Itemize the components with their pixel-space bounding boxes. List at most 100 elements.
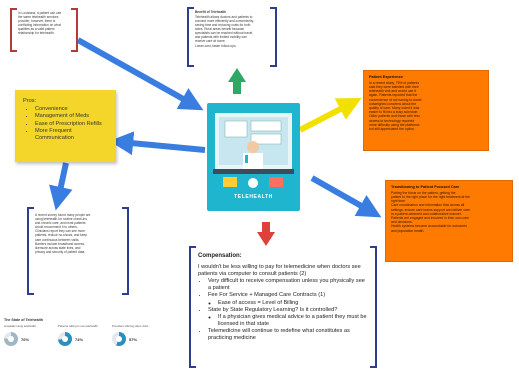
stat-value: 76%	[21, 336, 30, 342]
top-center-note-line: sides. Rural areas benefit because	[195, 27, 245, 32]
compensation-item-text: Telemedicine will continue to redefine w…	[208, 327, 350, 342]
arrow-sticky-to-bottom	[49, 162, 73, 211]
compensation-sublist: Ease of access = Level of Billing	[208, 300, 368, 307]
stat-label: Providers offering video visits	[112, 324, 149, 328]
arrow-center-to-orange-bottom	[310, 175, 382, 218]
top-center-heading: Benefit of Telehealth	[195, 10, 227, 14]
patient-focused-care-box: Transitioning to Patient Focused Care Pu…	[385, 180, 513, 262]
patient-focused-care-line: Health systems become accountable for ou…	[391, 224, 467, 229]
bottom-left-note-line: A recent survey found many people are	[35, 213, 91, 217]
stat-donut-icon	[58, 332, 72, 347]
patient-experience-line: telehealth visit and would use it	[369, 89, 416, 94]
patient-focused-care-line: Care coordination and information flow a…	[391, 203, 465, 208]
telehealth-caption: TELEHEALTH	[234, 194, 273, 200]
patient-focused-care-line: and population health.	[391, 228, 425, 233]
top-left-note-line: In Louisiana, a patient can use	[18, 11, 62, 15]
telehealth-illustration: TELEHEALTH	[207, 103, 300, 211]
stat-value: 57%	[129, 336, 138, 342]
pros-item: More Frequent Communication	[35, 128, 108, 142]
bottom-left-note-line: care continuous between visits.	[35, 237, 80, 242]
stat-item: Providers offering video visits 57%	[112, 324, 152, 347]
pros-heading: Pros:	[23, 98, 37, 104]
compensation-sublist: If a physician gives medical advice to a…	[208, 314, 368, 328]
stat-donut-icon	[4, 332, 18, 347]
top-center-note-line: receive care at home.	[195, 39, 226, 44]
compensation-intro: I wouldn't be less willing to pay for te…	[198, 264, 361, 278]
compensation-item: Fee For Service + Managed Care Contracts…	[208, 292, 368, 306]
patient-focused-care-line: settings; ensure care teams support and …	[391, 207, 470, 212]
stats-items: Hospitals using telehealth 76% Patients wi…	[4, 324, 164, 347]
patient-focused-care-text: Putting the focus on the patient, gettin…	[391, 191, 507, 233]
top-center-note-line: connect more efficiently and convenientl…	[195, 18, 254, 23]
compensation-item-text: Very difficult to receive compensation u…	[208, 278, 365, 292]
top-left-note-line: qualifies as a valid patient	[18, 27, 55, 32]
top-center-note-text: Telehealth allows doctors and patients t…	[195, 15, 269, 48]
top-left-note-line: relationship for telehealth.	[18, 31, 55, 36]
compensation-box: Compensation: I wouldn't be less willing…	[189, 246, 377, 368]
compensation-item-text: State by State Regulatory Learning? Is i…	[208, 306, 338, 313]
compensation-item: State by State Regulatory Learning? Is i…	[208, 307, 368, 328]
patient-experience-line: quality of care. Many noted it was	[369, 105, 420, 110]
bottom-left-note-line: patients, reduce no-shows, and keep	[35, 233, 88, 238]
patient-focused-care-line: and decisions.	[391, 220, 413, 225]
patient-experience-line: more difficulty using the platforms	[369, 122, 420, 127]
patient-focused-care-line: Patients are engaged and involved in the…	[391, 215, 470, 220]
pros-item: Convenience	[35, 106, 108, 113]
pros-list: ConvenienceManagement of MedsEase of Pre…	[23, 106, 108, 142]
bottom-left-note-line: licensure across state lines, and	[35, 245, 81, 250]
stat-donut-icon	[112, 332, 126, 347]
top-center-note-line: saving time and reducing costs for both	[195, 23, 251, 28]
top-center-note: Benefit of Telehealth Telehealth allows …	[187, 7, 277, 67]
compensation-list: Very difficult to receive compensation u…	[198, 278, 368, 342]
stat-label: Patients willing to use telehealth	[58, 324, 98, 328]
compensation-item-text: Fee For Service + Managed Care Contracts…	[208, 292, 326, 299]
bottom-left-note-line: and chronic care, and most patients	[35, 221, 86, 226]
patient-experience-line: outweighed concerns about the	[369, 101, 417, 106]
top-left-note-line: the same telehealth services	[18, 15, 59, 20]
top-left-note-line: conflicting information on what	[18, 23, 61, 28]
top-center-note-line: Telehealth allows doctors and patients t…	[195, 14, 253, 19]
stat-label: Hospitals using telehealth	[4, 324, 36, 328]
bottom-left-note-line: Clinicians report they can see more	[35, 229, 85, 234]
bottom-left-note-line: Barriers include broadband access,	[35, 241, 85, 246]
bottom-left-note-line: using telehealth for routine check-ins	[35, 217, 87, 222]
patient-experience-line: In a recent study, 79% of patients	[369, 80, 420, 85]
patient-experience-line: Older patients and those with less	[369, 114, 420, 119]
top-center-note-line: and patients with limited mobility can	[195, 35, 247, 40]
arrow-center-to-orange-top	[298, 98, 362, 133]
patient-experience-line: but still appreciated the option.	[369, 126, 415, 131]
arrow-center-to-sticky	[109, 131, 206, 156]
bottom-left-note-line: privacy and security of patient data.	[35, 249, 86, 254]
patient-experience-heading: Patient Experience	[369, 75, 403, 79]
pros-item: Management of Meds	[35, 113, 108, 120]
compensation-subitem: Ease of access = Level of Billing	[218, 300, 368, 307]
patient-experience-line: said they were satisfied with their	[369, 84, 419, 89]
patient-experience-line: access to technology reported	[369, 118, 415, 123]
arrow-top-left-to-center	[76, 37, 204, 111]
top-left-note-line: provider, however, there is	[18, 19, 56, 24]
stat-item: Patients willing to use telehealth 74%	[58, 324, 98, 347]
top-center-note-line: Lower-cost, faster follow-ups.	[195, 43, 237, 48]
compensation-item: Telemedicine will continue to redefine w…	[208, 328, 368, 342]
patient-experience-line: again. Patients reported that the	[369, 93, 418, 98]
patient-focused-care-line: in a patient-centered and collaborative …	[391, 211, 462, 216]
stats-title: The State of Telehealth	[4, 318, 44, 322]
stat-value: 74%	[75, 336, 84, 342]
stats-panel: The State of Telehealth Hospitals using …	[4, 318, 164, 366]
arrow-down-red	[257, 222, 275, 246]
top-center-note-line: specialists can be reached without trave…	[195, 31, 254, 36]
compensation-subitem: If a physician gives medical advice to a…	[218, 314, 368, 328]
doctor-laptop-icon	[213, 113, 294, 188]
pros-item: Ease of Prescription Refills	[35, 121, 108, 128]
patient-experience-line: convenience of not having to travel	[369, 97, 422, 102]
patient-focused-care-line: Putting the focus on the patient, gettin…	[391, 190, 456, 195]
patient-focused-care-line: patient to the right place for the right…	[391, 194, 470, 199]
compensation-item: Very difficult to receive compensation u…	[208, 278, 368, 292]
patient-experience-box: Patient Experience In a recent study, 79…	[363, 70, 489, 151]
compensation-heading: Compensation:	[198, 253, 242, 259]
